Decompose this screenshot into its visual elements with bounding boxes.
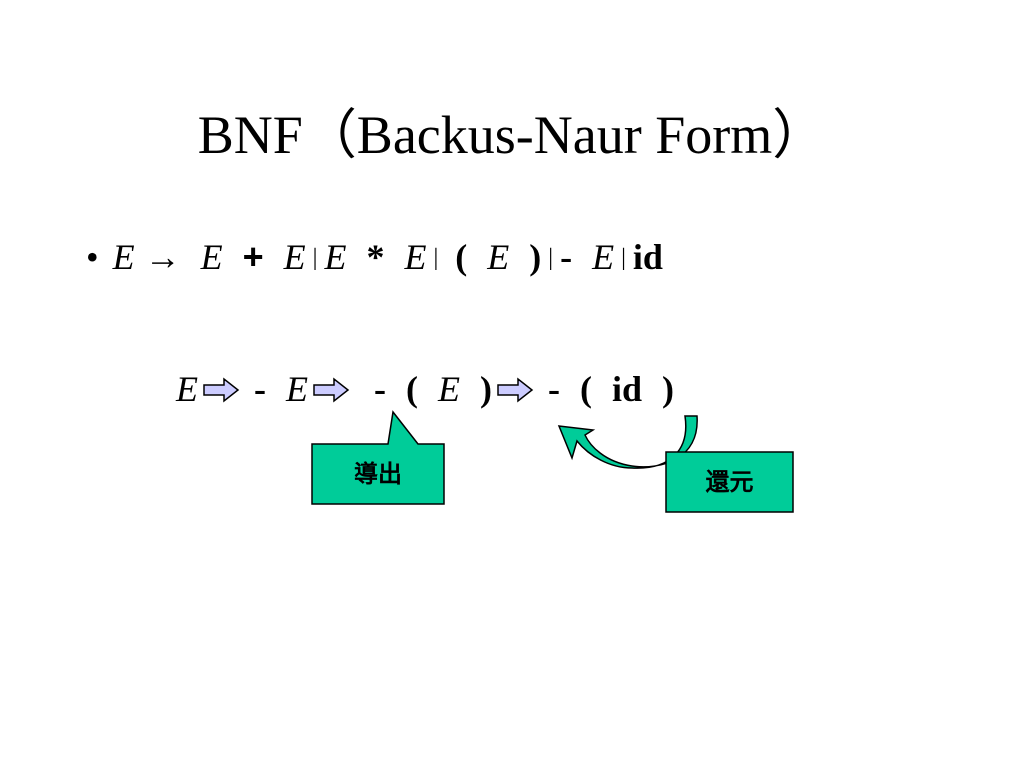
derivation-token: ) bbox=[480, 369, 492, 409]
reduction-box-shape bbox=[665, 451, 794, 513]
derivation-token: E bbox=[176, 369, 198, 409]
rule-token: ) bbox=[529, 237, 542, 277]
rule-token: E bbox=[592, 237, 615, 277]
rule-token: E bbox=[404, 237, 427, 277]
rule-token: E bbox=[324, 237, 347, 277]
reduction-label: 還元 bbox=[705, 468, 754, 496]
derivation-label: 導出 bbox=[354, 460, 402, 488]
rule-separator: | bbox=[621, 245, 626, 271]
rule-token: + bbox=[242, 236, 264, 277]
derivation-token: id bbox=[612, 369, 643, 409]
rule-separator: | bbox=[433, 245, 439, 271]
derivation-sequence: E-E-(E)-(id) bbox=[176, 364, 674, 414]
derivation-callout-shape bbox=[311, 410, 445, 505]
bullet: • bbox=[86, 237, 99, 277]
derivation-token: ( bbox=[406, 369, 418, 409]
rule-token: id bbox=[632, 237, 663, 277]
derivation-token: E bbox=[286, 369, 308, 409]
rule-arrow: → bbox=[144, 237, 181, 277]
rule-token: E bbox=[200, 237, 223, 277]
rule-token: E bbox=[283, 237, 306, 277]
grammar-rule: •E→E+E|E*E|(E)|-E|id bbox=[86, 232, 663, 282]
right-block-arrow-icon bbox=[313, 377, 350, 403]
derivation-token: - bbox=[254, 369, 266, 409]
rule-token: ( bbox=[455, 237, 468, 277]
derivation-token: ( bbox=[580, 369, 592, 409]
derivation-token: - bbox=[548, 369, 560, 409]
slide-title: BNF（Backus-Naur Form） bbox=[197, 105, 827, 165]
rule-lhs: E bbox=[112, 237, 135, 277]
right-block-arrow-icon bbox=[203, 377, 240, 403]
derivation-token: - bbox=[374, 369, 386, 409]
rule-token: - bbox=[560, 237, 573, 277]
derivation-token: ) bbox=[662, 369, 675, 409]
right-block-arrow-icon bbox=[497, 377, 534, 403]
rule-token: E bbox=[487, 237, 510, 277]
rule-separator: | bbox=[548, 245, 554, 271]
rule-token: * bbox=[366, 237, 385, 277]
derivation-token: E bbox=[438, 369, 460, 409]
rule-separator: | bbox=[312, 245, 318, 271]
